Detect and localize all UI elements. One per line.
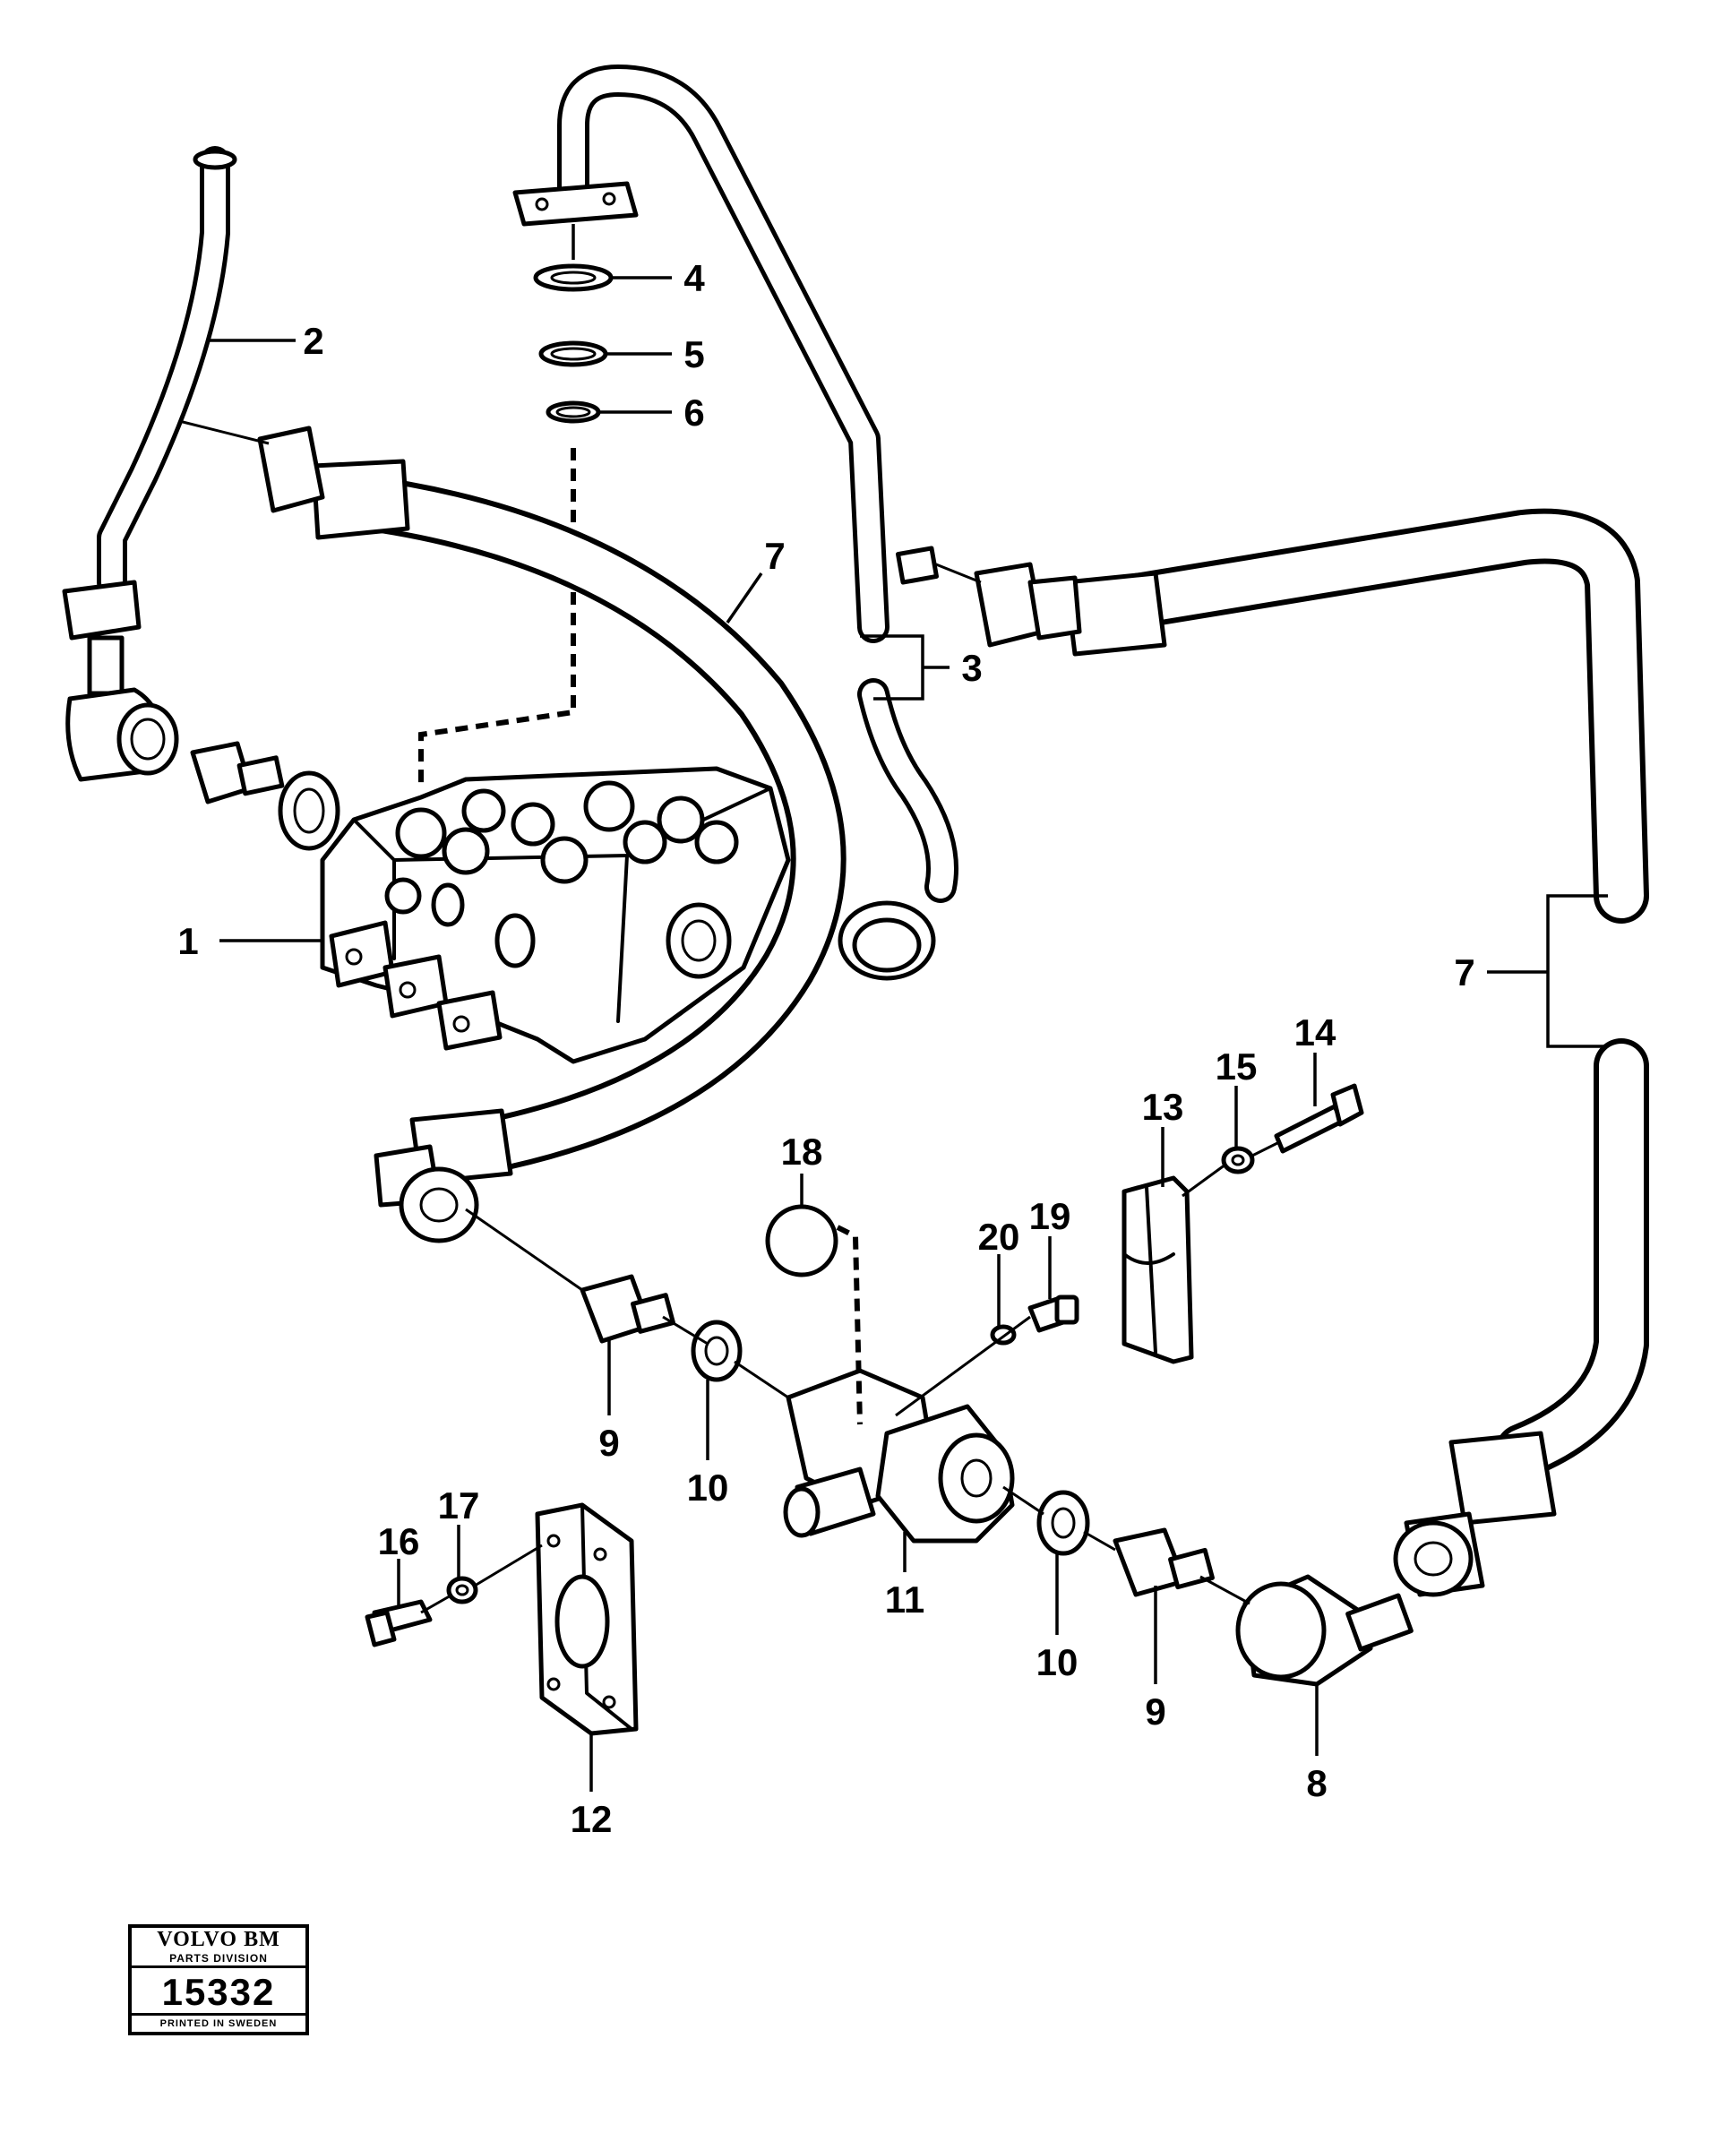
nipple-9-left bbox=[580, 1274, 675, 1344]
seal-4 bbox=[533, 263, 614, 292]
bolt-16 bbox=[365, 1599, 433, 1647]
parts-division-stamp: VOLVO BM PARTS DIVISION 15332 PRINTED IN… bbox=[128, 1924, 309, 2035]
clamp-13 bbox=[1122, 1175, 1194, 1364]
callout-14: 14 bbox=[1294, 1011, 1336, 1054]
callout-10-left: 10 bbox=[687, 1466, 729, 1509]
mounting-plate-12 bbox=[535, 1502, 639, 1736]
callout-20: 20 bbox=[978, 1216, 1020, 1258]
washer-10-right bbox=[1036, 1490, 1090, 1556]
seal-6 bbox=[546, 400, 601, 424]
callout-10-right: 10 bbox=[1036, 1641, 1079, 1683]
lock-washer-20 bbox=[990, 1324, 1017, 1346]
callout-1: 1 bbox=[177, 920, 198, 962]
callout-11: 11 bbox=[885, 1578, 924, 1621]
stamp-number: 15332 bbox=[161, 1971, 276, 2013]
screw-19 bbox=[1027, 1294, 1079, 1333]
adapter-left bbox=[190, 741, 340, 851]
valve-body-11 bbox=[783, 1368, 1015, 1544]
nipple-9-right bbox=[1113, 1527, 1215, 1597]
stamp-brand: VOLVO BM bbox=[157, 1928, 280, 1951]
callout-5: 5 bbox=[683, 333, 704, 375]
washer-10-left bbox=[691, 1320, 743, 1382]
callout-13: 13 bbox=[1142, 1086, 1184, 1128]
leader-lines bbox=[208, 276, 1608, 1792]
callout-17: 17 bbox=[438, 1484, 480, 1527]
callout-3: 3 bbox=[961, 647, 982, 689]
pipe-3 bbox=[512, 65, 958, 981]
callout-2: 2 bbox=[303, 320, 323, 362]
elbow-8 bbox=[1235, 1574, 1414, 1687]
callout-4: 4 bbox=[683, 257, 705, 299]
control-valve-1 bbox=[320, 766, 791, 1064]
hose-7-right bbox=[896, 508, 1649, 1597]
callout-12: 12 bbox=[571, 1798, 613, 1840]
callout-15: 15 bbox=[1216, 1045, 1258, 1088]
callout-6: 6 bbox=[683, 391, 704, 434]
seal-5 bbox=[538, 340, 608, 367]
callout-9-left: 9 bbox=[598, 1422, 619, 1464]
hose-7-left bbox=[257, 426, 847, 1243]
callout-7-left: 7 bbox=[764, 535, 785, 577]
pipe-2 bbox=[62, 146, 237, 782]
stamp-division: PARTS DIVISION bbox=[132, 1951, 305, 1968]
callout-16: 16 bbox=[378, 1520, 420, 1562]
callout-numbers: 1 2 3 4 5 6 7 7 8 9 9 10 10 11 12 13 14 … bbox=[177, 257, 1474, 1840]
bolt-14 bbox=[1274, 1083, 1364, 1154]
assembly-line-cap bbox=[836, 1225, 863, 1425]
callout-8: 8 bbox=[1306, 1762, 1327, 1804]
callout-9-right: 9 bbox=[1145, 1690, 1165, 1733]
callout-19: 19 bbox=[1029, 1195, 1071, 1237]
washer-17 bbox=[446, 1576, 478, 1604]
assembly-lines bbox=[178, 419, 1280, 1614]
washer-15 bbox=[1221, 1146, 1255, 1174]
callout-18: 18 bbox=[781, 1131, 823, 1173]
stamp-footer: PRINTED IN SWEDEN bbox=[132, 2013, 305, 2032]
cap-18 bbox=[765, 1204, 838, 1277]
callout-7-right: 7 bbox=[1454, 951, 1474, 993]
